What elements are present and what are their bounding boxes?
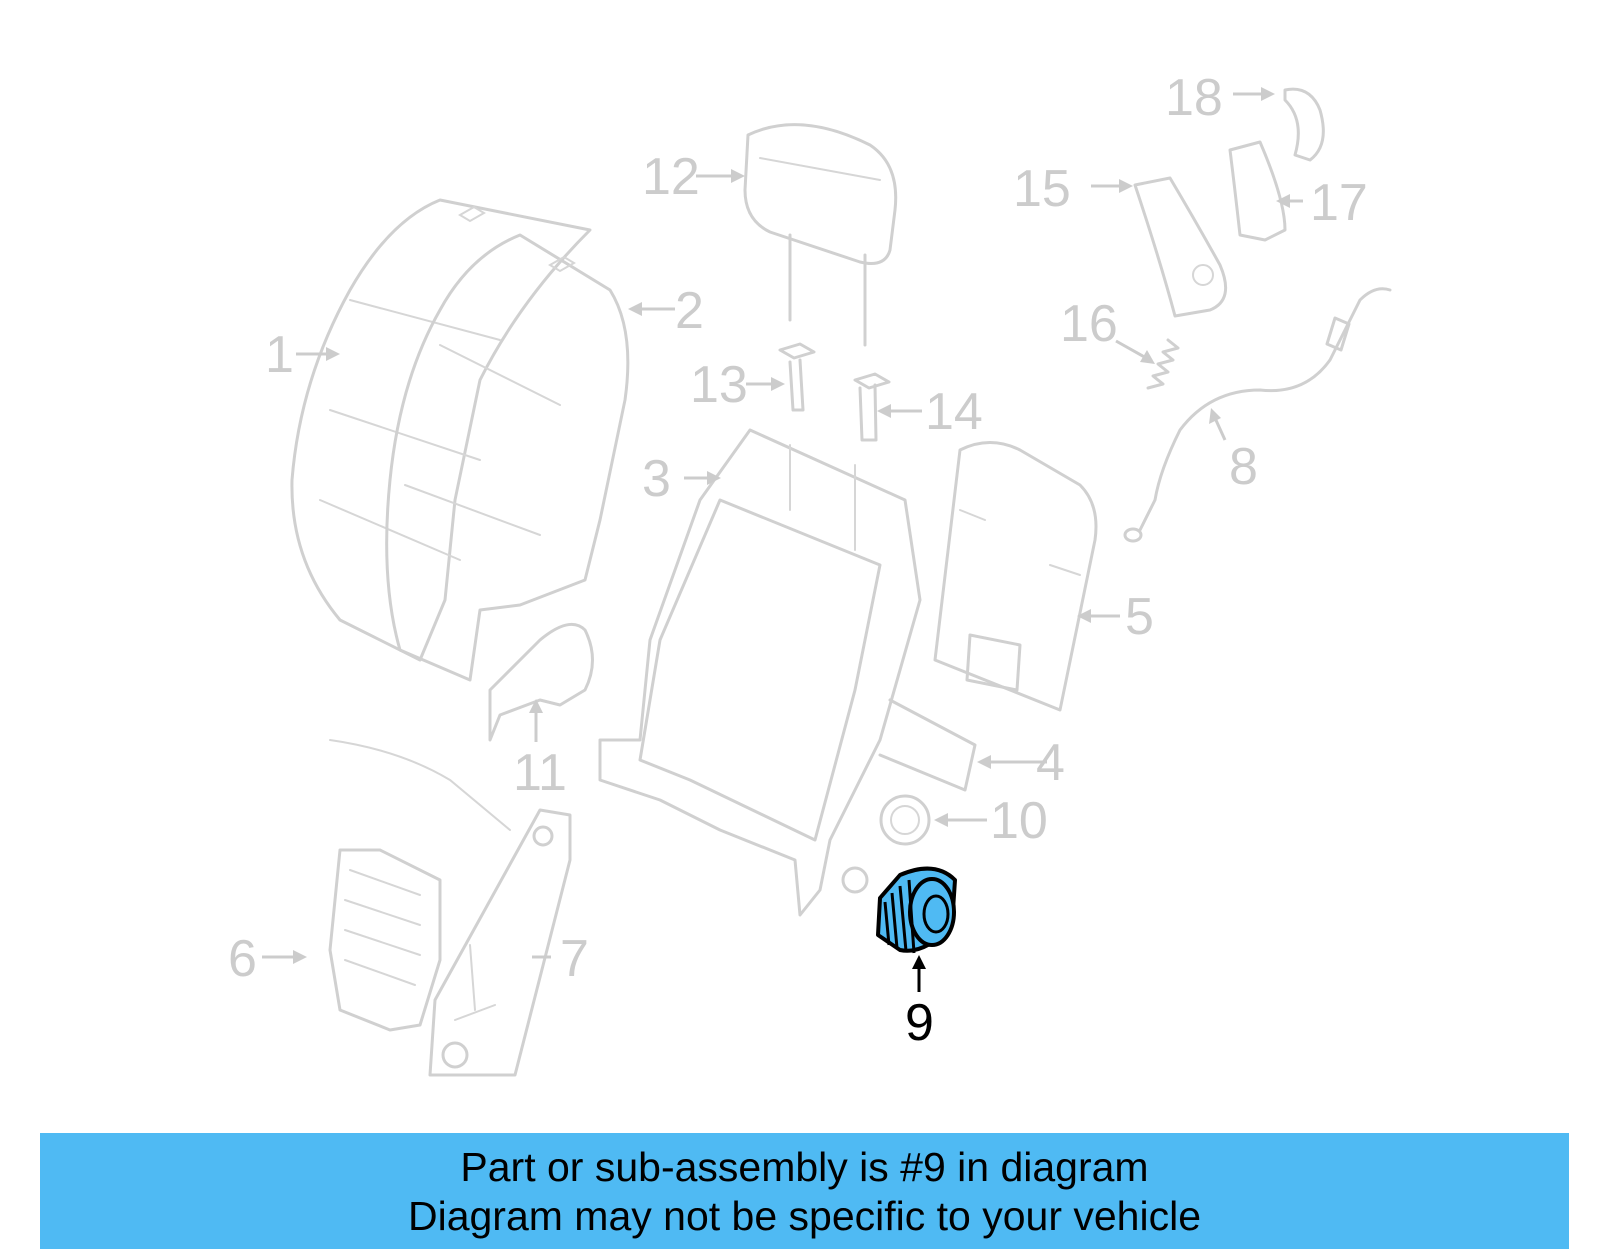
callout-18: 18 (1165, 69, 1223, 127)
part-9-knob (876, 866, 957, 954)
leader-lines (262, 87, 1303, 992)
part-7-plate (428, 808, 572, 1077)
callout-11: 11 (513, 744, 567, 802)
callout-14: 14 (925, 383, 983, 441)
callout-15: 15 (1013, 160, 1071, 218)
banner-part-line: Part or sub-assembly is #9 in diagram (460, 1144, 1149, 1190)
part-info-banner: Part or sub-assembly is #9 in diagram Di… (40, 1133, 1569, 1249)
callout-17: 17 (1310, 174, 1368, 232)
part-5-back-panel (933, 441, 1098, 712)
callout-13: 13 (690, 356, 748, 414)
part-6-trim (328, 739, 511, 1032)
callout-8: 8 (1229, 438, 1258, 496)
callout-16: 16 (1060, 295, 1118, 353)
part-12-headrest (743, 123, 898, 347)
callout-6: 6 (228, 930, 257, 988)
part-17-switch (1228, 140, 1287, 242)
part-10-gear (879, 794, 931, 846)
callout-12: 12 (642, 148, 700, 206)
part-16-spring (1146, 338, 1180, 390)
callout-10: 10 (990, 792, 1048, 850)
banner-disclaimer-line: Diagram may not be specific to your vehi… (407, 1193, 1201, 1239)
part-15-switch (1133, 176, 1228, 318)
callout-1: 1 (265, 326, 294, 384)
part-2-seatback-cushion (385, 205, 630, 682)
part-8-cable (1123, 287, 1392, 543)
callout-labels: 1 2 3 4 5 6 7 8 9 10 11 12 13 14 15 16 1… (228, 69, 1368, 1052)
callout-5: 5 (1125, 588, 1154, 646)
callout-9: 9 (905, 994, 934, 1052)
callout-2: 2 (675, 282, 704, 340)
part-11-bracket (488, 622, 594, 742)
part-4-rod (878, 698, 977, 792)
callout-4: 4 (1036, 734, 1065, 792)
part-13-guide (778, 342, 816, 412)
part-14-guide (853, 372, 891, 442)
callout-3: 3 (642, 450, 671, 508)
part-18-switch (1283, 87, 1325, 162)
part-3-frame (598, 428, 922, 917)
callout-7: 7 (560, 930, 589, 988)
part-1-seatback-cover (290, 198, 592, 662)
